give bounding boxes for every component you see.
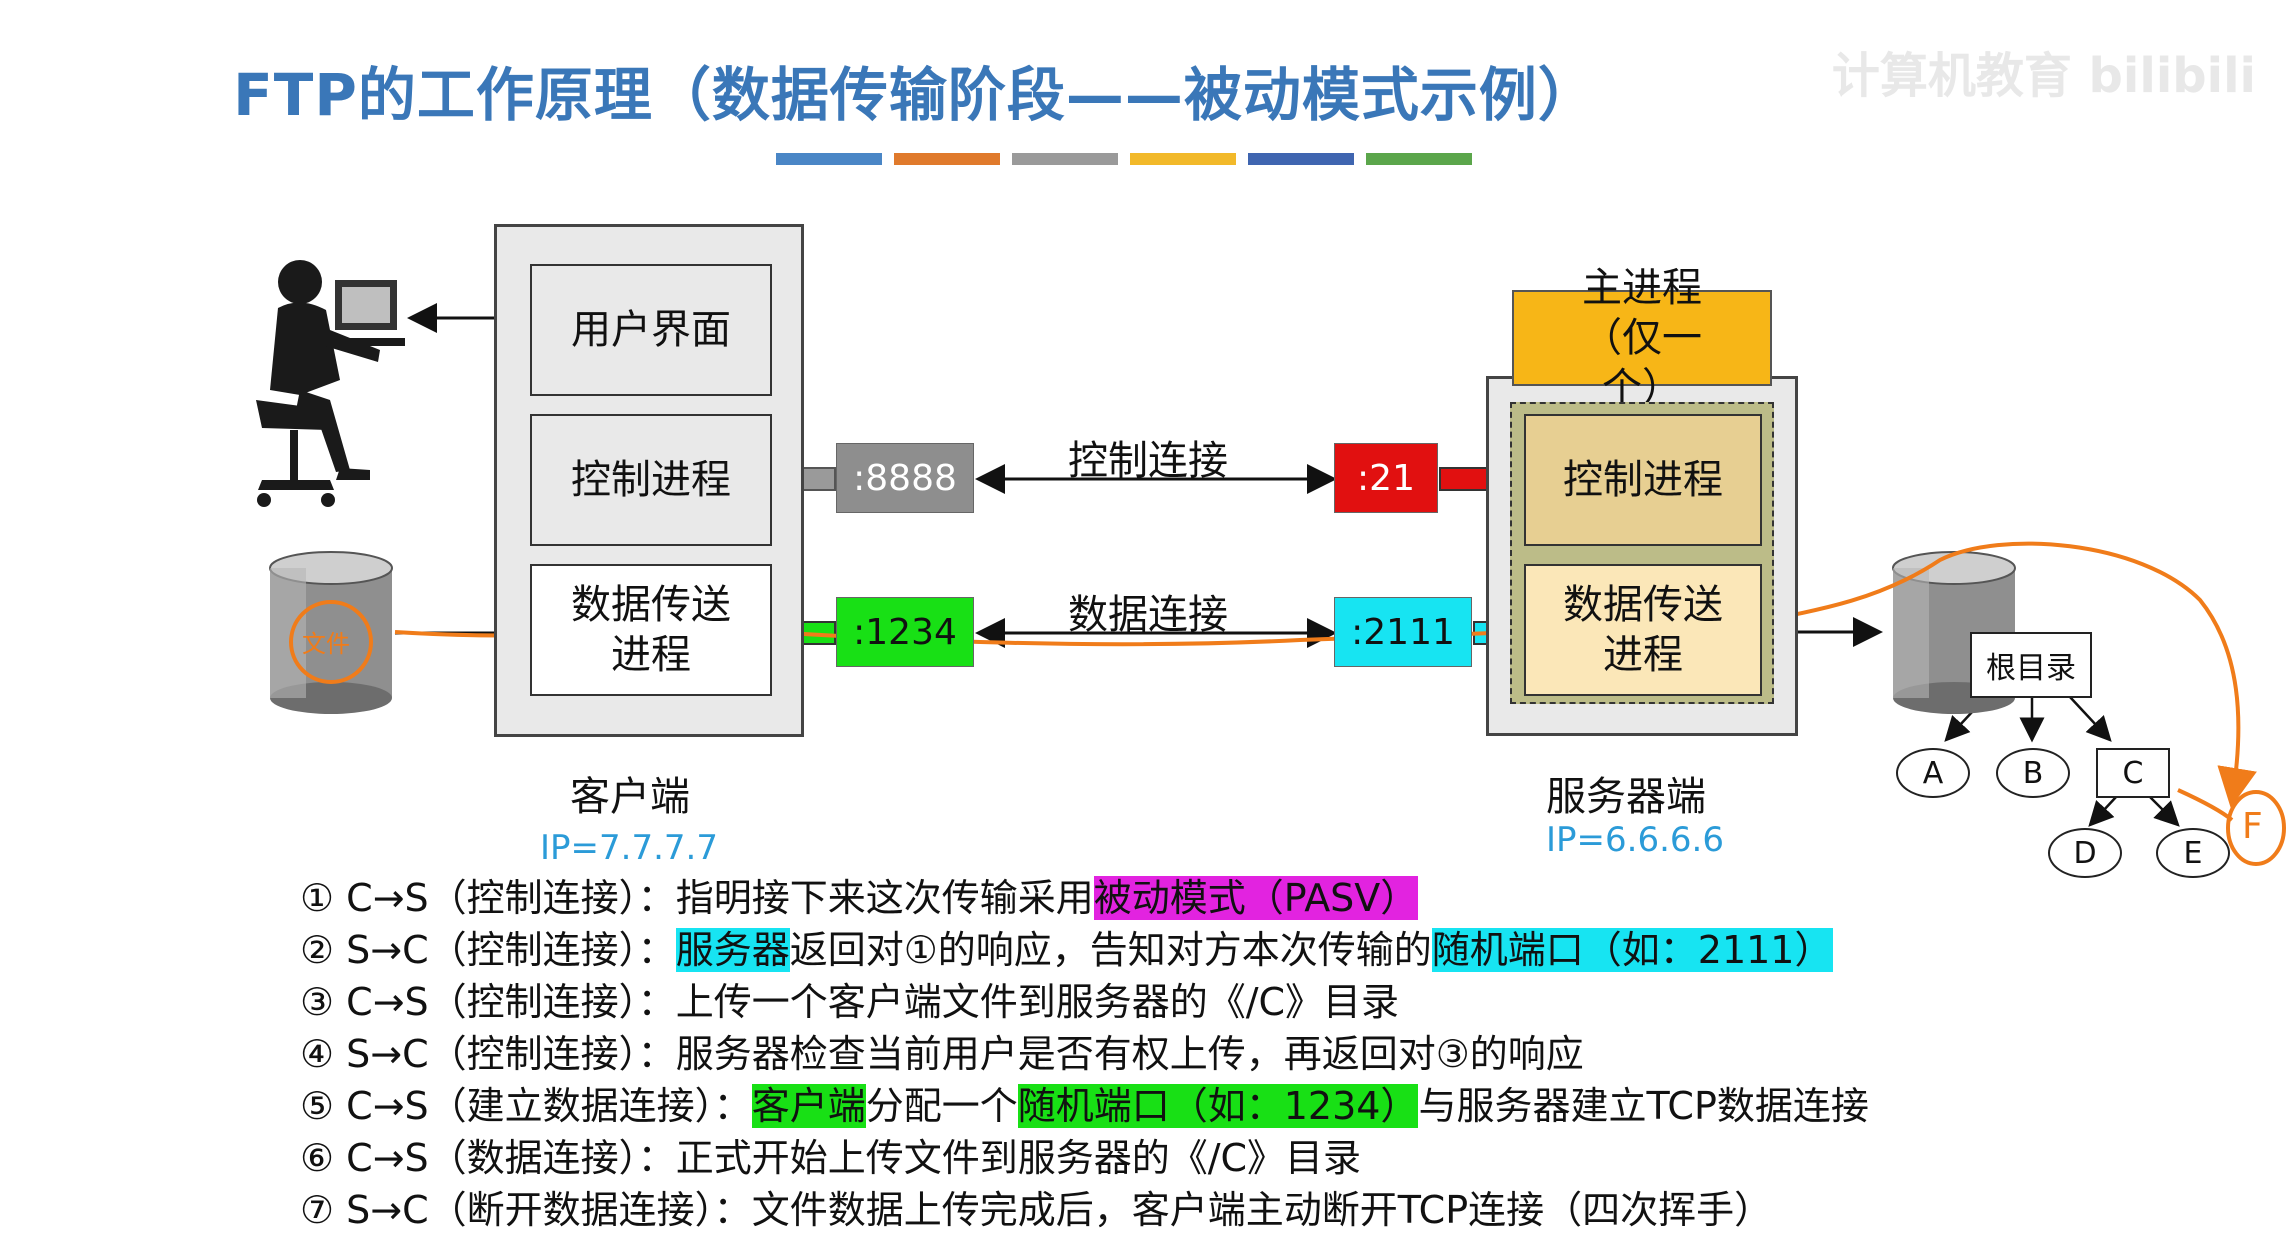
tree-node-c: C <box>2096 748 2170 798</box>
step-row: ④ S→C（控制连接）：服务器检查当前用户是否有权上传，再返回对③的响应 <box>300 1032 1584 1076</box>
stripe-4 <box>1130 153 1236 165</box>
client-control-process: 控制进程 <box>530 414 772 546</box>
server-control-process: 控制进程 <box>1524 414 1762 546</box>
step-row: ⑤ C→S（建立数据连接）：客户端分配一个随机端口（如：1234）与服务器建立T… <box>300 1084 1869 1128</box>
step-row: ③ C→S（控制连接）：上传一个客户端文件到服务器的《/C》目录 <box>300 980 1400 1024</box>
client-ui-panel: 用户界面 <box>530 264 772 396</box>
tree-node-f: F <box>2242 806 2263 847</box>
tree-root: 根目录 <box>1970 632 2092 698</box>
highlight-random-port-2111: 随机端口（如：2111） <box>1431 928 1833 972</box>
stripe-1 <box>776 153 882 165</box>
server-data-process: 数据传送进程 <box>1524 564 1762 696</box>
port-server-control: :21 <box>1334 443 1438 513</box>
client-caption: 客户端 <box>570 774 690 820</box>
step-row: ② S→C（控制连接）：服务器返回对①的响应，告知对方本次传输的随机端口（如：2… <box>300 928 1833 972</box>
step-row: ① C→S（控制连接）：指明接下来这次传输采用被动模式（PASV） <box>300 876 1419 920</box>
tree-node-a: A <box>1896 748 1970 798</box>
step-row: ⑦ S→C（断开数据连接）：文件数据上传完成后，客户端主动断开TCP连接（四次挥… <box>300 1188 1773 1232</box>
server-caption: 服务器端 <box>1546 774 1706 820</box>
client-ip: IP=7.7.7.7 <box>540 828 718 868</box>
highlight-server: 服务器 <box>675 928 790 972</box>
highlight-pasv: 被动模式（PASV） <box>1093 876 1419 920</box>
highlight-client: 客户端 <box>751 1084 866 1128</box>
page-title: FTP的工作原理（数据传输阶段——被动模式示例） <box>233 61 1597 129</box>
server-main-process: 主进程（仅一个） <box>1512 265 1772 411</box>
server-disk-icon <box>1892 551 2016 714</box>
tree-node-b: B <box>1996 748 2070 798</box>
step-row: ⑥ C→S（数据连接）：正式开始上传文件到服务器的《/C》目录 <box>300 1136 1362 1180</box>
control-connection-label: 控制连接 <box>1068 438 1228 484</box>
tree-node-e: E <box>2156 828 2230 878</box>
watermark: 计算机教育 bilibili <box>1831 48 2256 104</box>
user-computer-icon <box>256 260 405 507</box>
stripe-2 <box>894 153 1000 165</box>
steps-list: ① C→S（控制连接）：指明接下来这次传输采用被动模式（PASV） ② S→C（… <box>300 872 1869 1236</box>
data-connection-label: 数据连接 <box>1068 592 1228 638</box>
port-client-data: :1234 <box>836 597 974 667</box>
stripe-6 <box>1366 153 1472 165</box>
client-data-process: 数据传送进程 <box>530 564 772 696</box>
highlight-random-port-1234: 随机端口（如：1234） <box>1017 1084 1419 1128</box>
port-client-control: :8888 <box>836 443 974 513</box>
stripe-3 <box>1012 153 1118 165</box>
port-server-data: :2111 <box>1334 597 1472 667</box>
file-label: 文件 <box>302 630 350 658</box>
tree-node-d: D <box>2048 828 2122 878</box>
server-ip: IP=6.6.6.6 <box>1546 820 1724 860</box>
stripe-5 <box>1248 153 1354 165</box>
